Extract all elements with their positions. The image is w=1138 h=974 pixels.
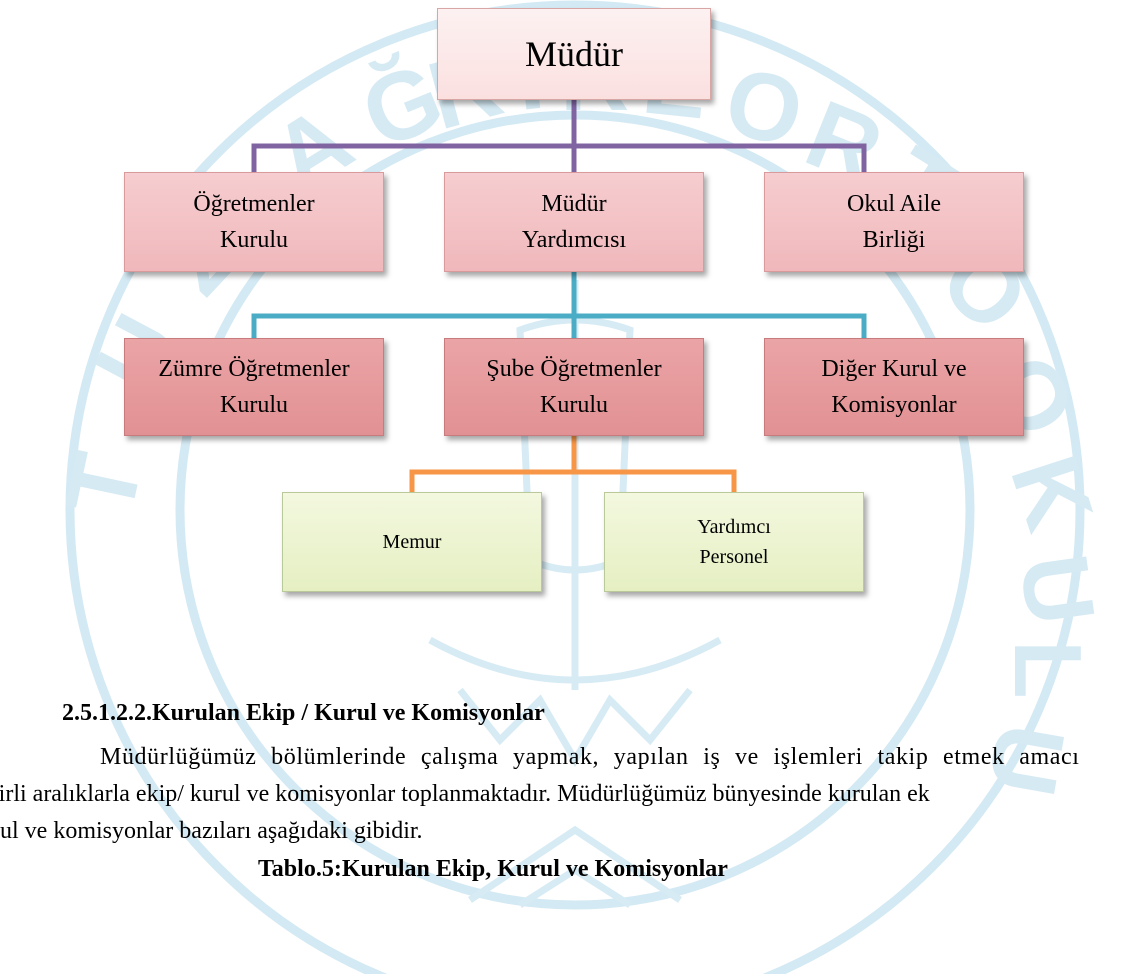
org-node-label-line2: Kurulu — [220, 227, 288, 253]
org-node-memur: Memur — [282, 492, 542, 592]
org-node-yardimci-personel: Yardımcı Personel — [604, 492, 864, 592]
org-node-diger-kurul-ve-komisyonlar: Diğer Kurul ve Komisyonlar — [764, 338, 1024, 436]
org-node-label-line2: Birliği — [862, 227, 926, 253]
org-node-label-line2: Kurulu — [220, 392, 288, 418]
svg-text:L: L — [994, 640, 1101, 699]
paragraph-line: rul ve komisyonlar bazıları aşağıdaki gi… — [0, 818, 423, 844]
org-node-label-line2: Kurulu — [540, 392, 608, 418]
org-node-mudur-yardimcisi: Müdür Yardımcısı — [444, 172, 704, 272]
org-node-zumre-ogretmenler-kurulu: Zümre Öğretmenler Kurulu — [124, 338, 384, 436]
svg-text:U: U — [999, 548, 1115, 632]
section-heading: 2.5.1.2.2.Kurulan Ekip / Kurul ve Komisy… — [62, 700, 545, 726]
paragraph-line: Müdürlüğümüz bölümlerinde çalışma yapmak… — [100, 744, 1080, 770]
connector-level2 — [251, 272, 867, 338]
org-node-label-line1: Okul Aile — [847, 191, 941, 217]
org-node-label-line2: Yardımcısı — [521, 227, 627, 253]
org-node-label-line1: Yardımcı — [697, 516, 771, 538]
org-node-label-line1: Zümre Öğretmenler — [158, 356, 350, 382]
org-node-sube-ogretmenler-kurulu: Şube Öğretmenler Kurulu — [444, 338, 704, 436]
table-caption: Tablo.5:Kurulan Ekip, Kurul ve Komisyonl… — [258, 856, 728, 882]
org-node-label-line1: Öğretmenler — [193, 191, 315, 217]
org-node-label-line1: Diğer Kurul ve — [821, 356, 967, 382]
org-node-label: Müdür — [525, 34, 623, 74]
org-node-label-line2: Personel — [699, 546, 769, 568]
connector-level3 — [409, 436, 737, 492]
org-node-label-line2: Komisyonlar — [831, 392, 957, 418]
org-node-label-line1: Şube Öğretmenler — [486, 356, 662, 382]
org-node-mudur: Müdür — [437, 8, 711, 100]
connector-level1 — [251, 100, 867, 172]
org-node-ogretmenler-kurulu: Öğretmenler Kurulu — [124, 172, 384, 272]
org-node-label-line1: Müdür — [541, 191, 607, 217]
paragraph-line: lirli aralıklarla ekip/ kurul ve komisyo… — [0, 781, 930, 807]
org-node-label: Memur — [382, 531, 442, 553]
org-node-okul-aile-birligi: Okul Aile Birliği — [764, 172, 1024, 272]
